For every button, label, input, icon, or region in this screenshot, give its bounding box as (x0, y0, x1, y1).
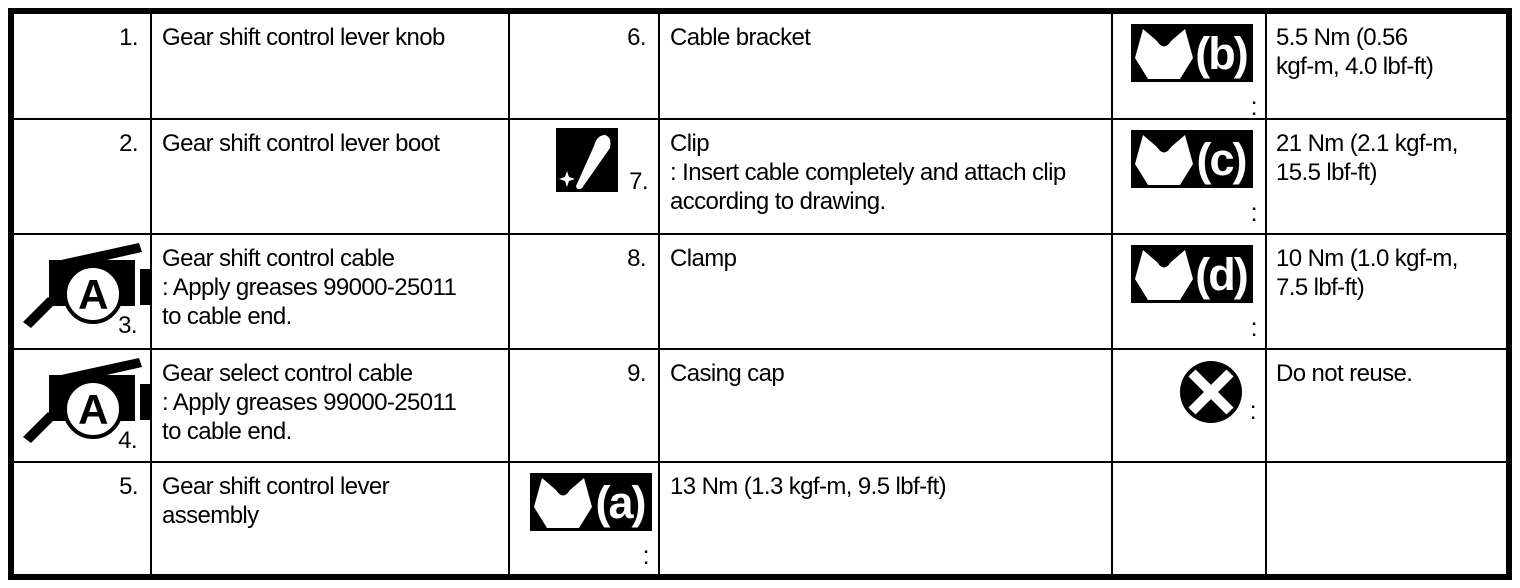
item-number: 9. (627, 360, 646, 387)
torque-wrench-icon: (d) (1131, 245, 1253, 303)
sealant-cone-icon (556, 128, 618, 192)
grease-gun-a-icon: A (23, 243, 150, 328)
torque-value: 5.5 Nm (0.56 kgf-m, 4.0 lbf-ft) (1276, 24, 1434, 80)
torque-wrench-icon: (b) (1131, 24, 1253, 82)
torque-value: 10 Nm (1.0 kgf-m, 7.5 lbf-ft) (1276, 245, 1458, 301)
item-number-cell: 1. (14, 14, 152, 120)
item-description: Cable bracket (670, 24, 811, 51)
item-description-cell: Clamp (660, 235, 1113, 350)
item-description: Gear shift control lever boot (162, 130, 440, 157)
item-number-cell: 5. (14, 463, 152, 574)
do-not-reuse-icon-cell: : (1113, 350, 1267, 463)
item-description-cell: Clip : Insert cable completely and attac… (660, 120, 1113, 235)
item-description-cell: Gear select control cable : Apply grease… (152, 350, 510, 463)
torque-icon-cell: (c) : (1113, 120, 1267, 235)
item-description: Gear shift control cable : Apply greases… (162, 245, 457, 330)
item-number: 6. (627, 24, 646, 51)
item-number: 2. (119, 130, 138, 157)
colon: : (642, 542, 650, 570)
item-description: Clip : Insert cable completely and attac… (670, 130, 1066, 215)
colon: : (1250, 314, 1258, 342)
item-description-cell: Gear shift control lever assembly (152, 463, 510, 574)
item-number: 8. (627, 245, 646, 272)
torque-value-cell: 10 Nm (1.0 kgf-m, 7.5 lbf-ft) (1267, 235, 1506, 350)
torque-label: (c) (1197, 134, 1246, 185)
grease-letter: A (78, 271, 108, 318)
grease-letter: A (78, 386, 108, 433)
item-description: Gear select control cable : Apply grease… (162, 360, 457, 445)
item-description: Gear shift control lever knob (162, 24, 445, 51)
item-number-cell: A 3. (14, 235, 152, 350)
torque-value-cell: 21 Nm (2.1 kgf-m, 15.5 lbf-ft) (1267, 120, 1506, 235)
torque-value-cell: 13 Nm (1.3 kgf-m, 9.5 lbf-ft) (660, 463, 1113, 574)
empty-cell (1267, 463, 1506, 574)
colon: : (1249, 397, 1257, 425)
parts-table: 1. Gear shift control lever knob 6. Cabl… (8, 8, 1512, 580)
crossed-circle-icon (1179, 361, 1242, 423)
item-description-cell: Gear shift control cable : Apply greases… (152, 235, 510, 350)
item-number: 7. (629, 168, 648, 195)
item-description: Clamp (670, 245, 737, 272)
item-number-cell: 7. (510, 120, 660, 235)
item-number-cell: A 4. (14, 350, 152, 463)
torque-label: (a) (596, 477, 645, 528)
torque-wrench-icon: (a) (530, 473, 652, 531)
item-number: 5. (119, 473, 138, 500)
item-number: 3. (118, 312, 137, 339)
item-description: Casing cap (670, 360, 785, 387)
grease-gun-a-icon: A (23, 358, 150, 443)
item-description-cell: Cable bracket (660, 14, 1113, 120)
item-number: 1. (119, 24, 138, 51)
note-text: Do not reuse. (1276, 360, 1413, 387)
item-number-cell: 8. (510, 235, 660, 350)
item-description-cell: Casing cap (660, 350, 1113, 463)
torque-value: 21 Nm (2.1 kgf-m, 15.5 lbf-ft) (1276, 130, 1458, 186)
torque-wrench-icon: (c) (1131, 130, 1253, 188)
colon: : (1250, 93, 1258, 120)
item-number: 4. (118, 427, 137, 454)
item-number-cell: 2. (14, 120, 152, 235)
item-number-cell: 9. (510, 350, 660, 463)
item-description-cell: Gear shift control lever boot (152, 120, 510, 235)
note-text-cell: Do not reuse. (1267, 350, 1506, 463)
item-number-cell: 6. (510, 14, 660, 120)
item-description-cell: Gear shift control lever knob (152, 14, 510, 120)
item-description: Gear shift control lever assembly (162, 473, 390, 529)
torque-icon-cell: (d) : (1113, 235, 1267, 350)
torque-icon-cell: (a) : (510, 463, 660, 574)
torque-label: (d) (1195, 249, 1246, 300)
colon: : (1250, 199, 1258, 227)
torque-label: (b) (1195, 28, 1246, 79)
torque-value-cell: 5.5 Nm (0.56 kgf-m, 4.0 lbf-ft) (1267, 14, 1506, 120)
empty-cell (1113, 463, 1267, 574)
torque-value: 13 Nm (1.3 kgf-m, 9.5 lbf-ft) (670, 473, 947, 500)
torque-icon-cell: (b) : (1113, 14, 1267, 120)
